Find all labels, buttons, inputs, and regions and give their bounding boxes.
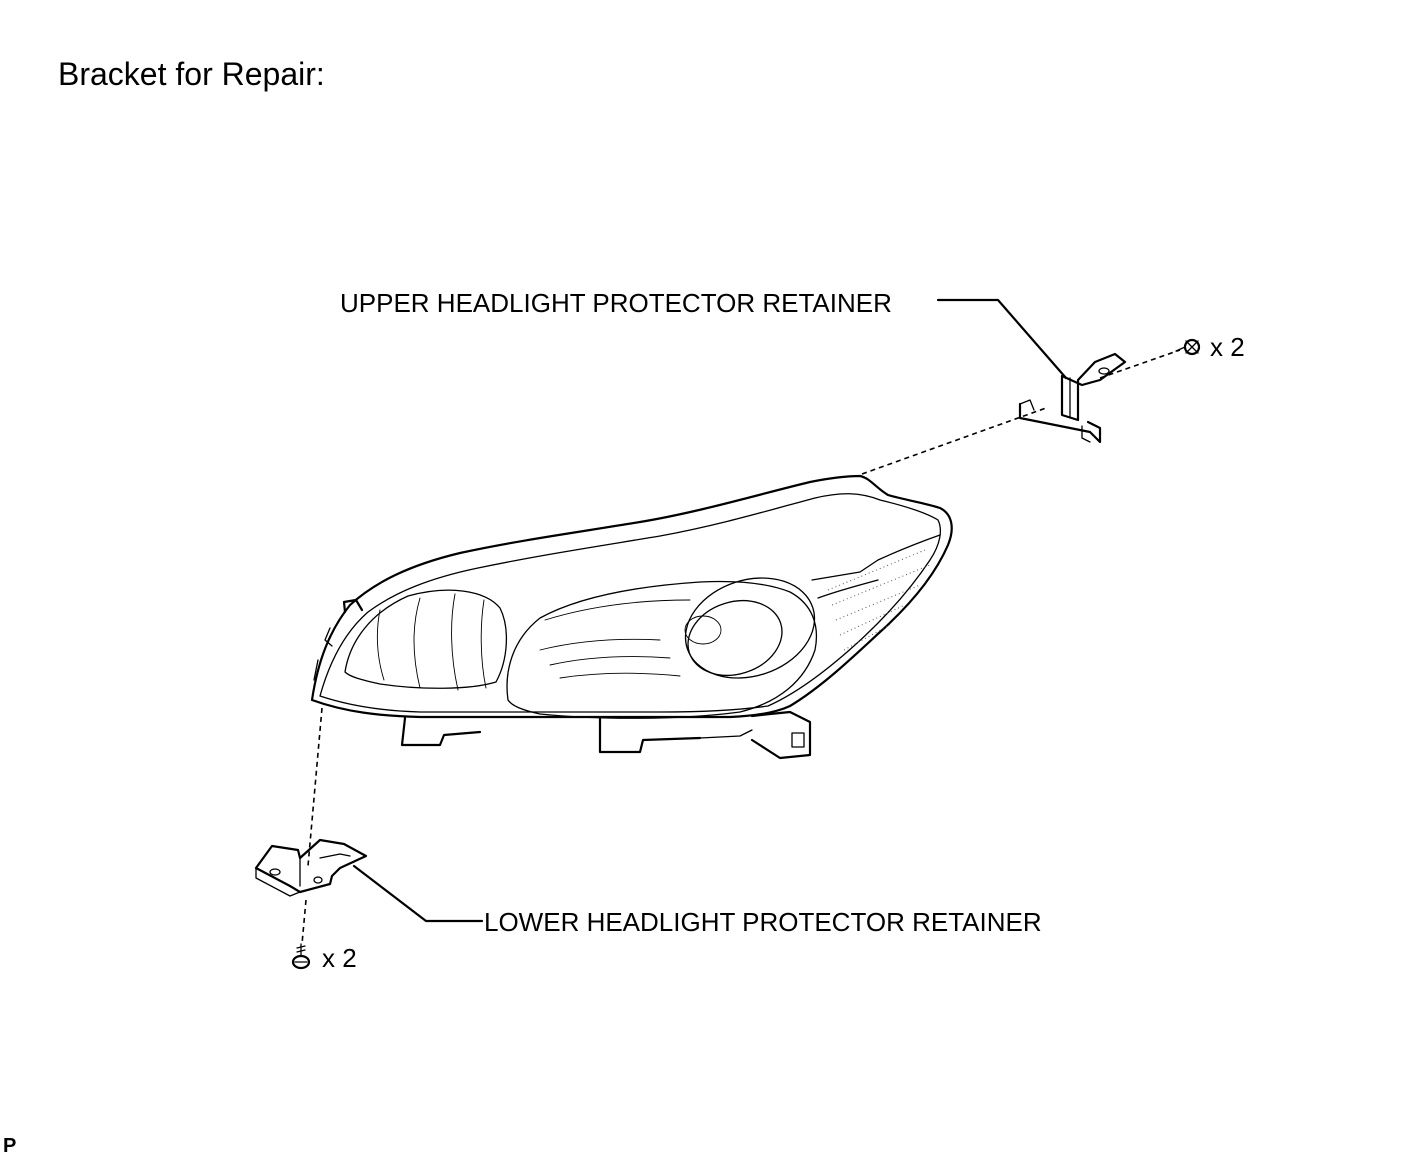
installation-lines [301, 349, 1181, 945]
upper-screw-quantity: x 2 [1210, 332, 1245, 362]
upper-retainer-label: UPPER HEADLIGHT PROTECTOR RETAINER [340, 288, 892, 318]
page-code: P [3, 1135, 17, 1157]
lower-bracket-icon [254, 838, 368, 897]
page-title: Bracket for Repair: [58, 56, 325, 92]
lower-retainer-label: LOWER HEADLIGHT PROTECTOR RETAINER [484, 907, 1042, 937]
headlight-assembly-icon [310, 474, 953, 760]
screw-icon [1175, 338, 1201, 356]
leader-lines [352, 298, 1068, 923]
lower-screw-quantity: x 2 [322, 943, 357, 973]
screw-icon [291, 943, 311, 970]
upper-bracket-icon [1018, 352, 1127, 444]
